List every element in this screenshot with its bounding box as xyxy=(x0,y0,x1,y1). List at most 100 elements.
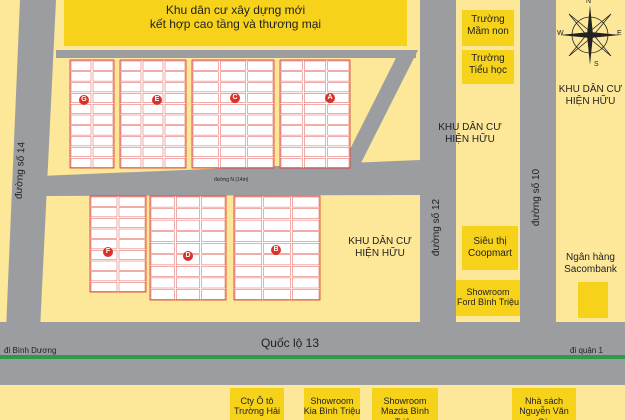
lot-cell xyxy=(263,196,291,208)
compass-west: W xyxy=(557,30,564,37)
compass-rose-icon xyxy=(560,5,620,65)
lot-cell xyxy=(92,157,114,168)
new-residential-title: Khu dân cư xây dựng mới kết hợp cao tầng… xyxy=(64,3,407,32)
nguyen-van-cu-block xyxy=(512,388,576,420)
lot-cell xyxy=(234,196,262,208)
lot-cell xyxy=(292,219,320,231)
lot-cell xyxy=(201,266,226,277)
lot-cell xyxy=(234,242,262,254)
lot-cell xyxy=(150,277,175,289)
lot-cell xyxy=(327,103,350,114)
lot-cell xyxy=(247,125,274,136)
road-highway-upper xyxy=(0,322,625,356)
lot-marker-g: G xyxy=(79,95,89,105)
lot-cell xyxy=(70,82,92,93)
lot-cell xyxy=(142,103,164,114)
lot-cell xyxy=(201,289,226,300)
new-residential-line2: kết hợp cao tầng và thương mại xyxy=(149,16,322,31)
road-12-label: đường số 12 xyxy=(431,198,443,257)
sacombank-block xyxy=(578,282,608,318)
lot-cell xyxy=(176,289,200,300)
lot-cell xyxy=(304,71,326,82)
lot-cell xyxy=(280,125,303,136)
lot-cell xyxy=(120,82,142,93)
lot-cell xyxy=(142,114,164,125)
lot-cell xyxy=(304,125,326,136)
lot-cell xyxy=(90,207,118,218)
lot-cell xyxy=(176,277,200,289)
lot-cell xyxy=(164,125,186,136)
lot-marker-c: C xyxy=(230,93,240,103)
lot-cell xyxy=(292,196,320,208)
lot-marker-e: E xyxy=(152,95,162,105)
lot-cell xyxy=(118,207,146,218)
lot-cell xyxy=(150,254,175,266)
lot-cell xyxy=(70,71,92,82)
new-residential-block xyxy=(64,0,407,46)
mazda-block xyxy=(372,388,438,420)
lot-cell xyxy=(70,136,92,147)
road-12 xyxy=(420,0,456,330)
lot-cell xyxy=(292,277,320,289)
lot-cell xyxy=(263,231,291,242)
lot-cell xyxy=(70,60,92,71)
lot-cell xyxy=(90,218,118,228)
lot-cell xyxy=(234,266,262,277)
lot-cell xyxy=(280,71,303,82)
lot-cell xyxy=(234,219,262,231)
lot-cell xyxy=(292,266,320,277)
road-top xyxy=(56,50,416,58)
lot-cell xyxy=(201,277,226,289)
compass-north: N xyxy=(586,0,592,5)
road-diagonal-east xyxy=(342,50,418,165)
lot-cell xyxy=(192,93,219,103)
lot-cell xyxy=(247,71,274,82)
lot-cell xyxy=(247,157,274,168)
lot-cell xyxy=(327,82,350,93)
lot-marker-d: D xyxy=(183,251,193,261)
lot-cell xyxy=(327,136,350,147)
to-district1-label: đi quận 1 xyxy=(570,346,603,355)
lot-cell xyxy=(142,60,164,71)
lot-cell xyxy=(280,147,303,157)
lot-cell xyxy=(142,147,164,157)
lot-cell xyxy=(142,82,164,93)
lot-cell xyxy=(118,282,146,292)
highway-label: Quốc lộ 13 xyxy=(260,336,320,350)
mazda-label: Showroom Mazda Bình Triệu xyxy=(380,396,430,420)
lot-cell xyxy=(327,125,350,136)
lot-cell xyxy=(220,157,246,168)
lot-cell xyxy=(164,71,186,82)
lot-cell xyxy=(192,82,219,93)
lot-cell xyxy=(150,219,175,231)
lot-cell xyxy=(92,136,114,147)
lot-cell xyxy=(70,114,92,125)
lot-cell xyxy=(304,82,326,93)
lot-cell xyxy=(150,266,175,277)
lot-cell xyxy=(120,136,142,147)
truong-hai-label: Cty Ô tô Trường Hải xyxy=(233,396,281,417)
compass-south: S xyxy=(594,61,599,68)
lot-cell xyxy=(92,125,114,136)
lot-cell xyxy=(164,103,186,114)
kindergarten-block xyxy=(462,10,514,46)
lot-cell xyxy=(280,136,303,147)
lot-cell xyxy=(120,157,142,168)
lot-cell xyxy=(90,271,118,282)
lot-cell xyxy=(164,93,186,103)
lot-cell xyxy=(118,260,146,271)
lot-cell xyxy=(327,60,350,71)
lot-block-e xyxy=(119,59,187,169)
lot-cell xyxy=(247,103,274,114)
lot-cell xyxy=(70,157,92,168)
kindergarten-label: Trường Mầm non xyxy=(467,14,509,37)
lot-cell xyxy=(327,114,350,125)
to-binh-duong-label: đi Bình Dương xyxy=(4,346,57,355)
lot-cell xyxy=(201,242,226,254)
lot-cell xyxy=(118,196,146,207)
lot-cell xyxy=(118,250,146,260)
lot-cell xyxy=(327,157,350,168)
existing-residential-east: KHU DÂN CƯ HIỆN HỮU xyxy=(558,84,623,107)
lot-cell xyxy=(292,254,320,266)
